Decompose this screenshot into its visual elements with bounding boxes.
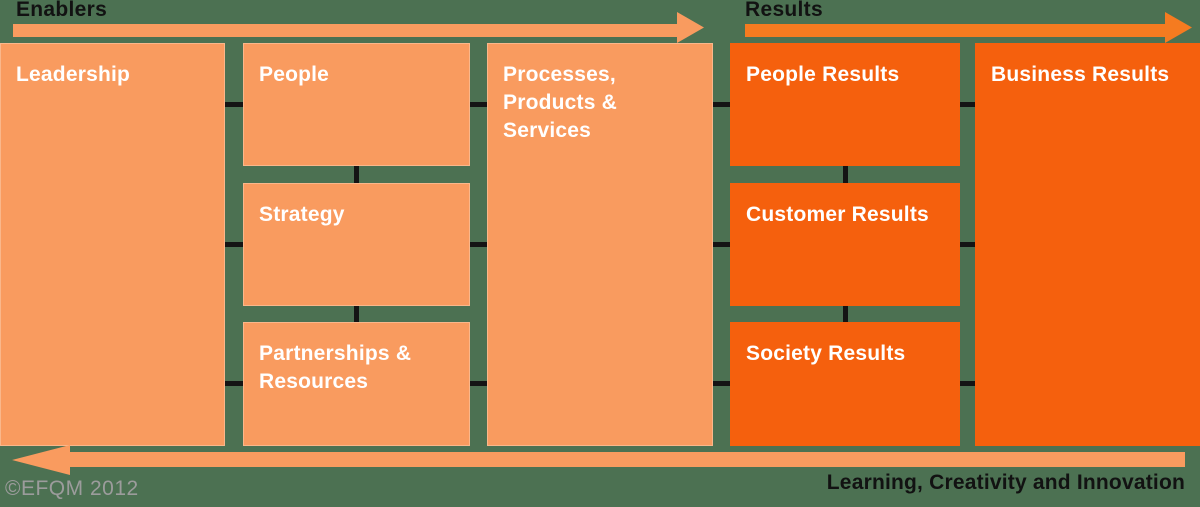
box-partnerships-resources: Partnerships & Resources <box>243 322 470 446</box>
connector-people-processes <box>470 102 487 107</box>
box-leadership: Leadership <box>0 43 225 446</box>
connector-leadership-strategy <box>225 242 243 247</box>
enablers-arrow-head-icon <box>677 12 704 43</box>
connector-processes-people-results <box>713 102 730 107</box>
connector-partnerships-processes <box>470 381 487 386</box>
box-processes-products-services: Processes, Products & Services <box>487 43 713 446</box>
box-leadership-label: Leadership <box>16 63 131 86</box>
box-customer-results-label: Customer Results <box>746 203 929 226</box>
enablers-arrow <box>13 24 680 37</box>
box-society-results: Society Results <box>730 322 960 446</box>
box-people: People <box>243 43 470 166</box>
connector-processes-customer-results <box>713 242 730 247</box>
enablers-section-label: Enablers <box>16 0 108 21</box>
connector-strategy-processes <box>470 242 487 247</box>
box-business-results-label: Business Results <box>991 63 1170 86</box>
connector-people-results-customer-results <box>843 166 848 183</box>
box-people-results: People Results <box>730 43 960 166</box>
connector-processes-society-results <box>713 381 730 386</box>
connector-leadership-people <box>225 102 243 107</box>
feedback-arrow <box>64 452 1185 467</box>
box-people-label: People <box>259 63 330 86</box>
connector-people-results-business-results <box>960 102 975 107</box>
results-arrow-head-icon <box>1165 12 1192 43</box>
connector-customer-results-business-results <box>960 242 975 247</box>
results-arrow <box>745 24 1167 37</box>
box-people-results-label: People Results <box>746 63 900 86</box>
connector-strategy-partnerships <box>354 306 359 322</box>
connector-people-strategy <box>354 166 359 183</box>
connector-society-results-business-results <box>960 381 975 386</box>
box-business-results: Business Results <box>975 43 1200 446</box>
feedback-arrow-head-icon <box>12 445 70 475</box>
box-customer-results: Customer Results <box>730 183 960 306</box>
box-strategy: Strategy <box>243 183 470 306</box>
connector-leadership-partnerships <box>225 381 243 386</box>
box-processes-products-services-label: Processes, Products & Services <box>503 63 618 142</box>
learning-creativity-innovation-label: Learning, Creativity and Innovation <box>826 471 1185 494</box>
box-strategy-label: Strategy <box>259 203 345 226</box>
box-society-results-label: Society Results <box>746 342 906 365</box>
results-section-label: Results <box>745 0 823 21</box>
copyright-label: ©EFQM 2012 <box>5 477 139 500</box>
connector-customer-results-society-results <box>843 306 848 322</box>
box-partnerships-resources-label: Partnerships & Resources <box>259 342 412 393</box>
